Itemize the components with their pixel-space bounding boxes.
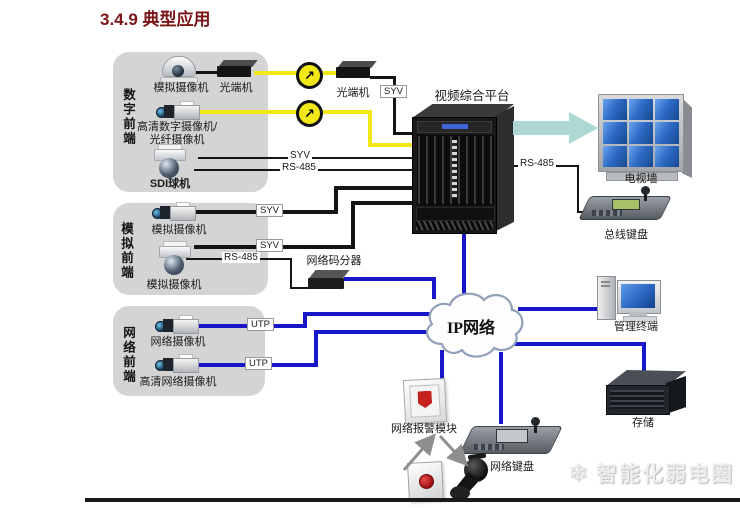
hd-digital-camera-label-1: 高清数字摄像机/ xyxy=(136,121,218,133)
cable-label-rs485-sdi: RS-485 xyxy=(280,162,318,173)
cable-analog-rs485-down xyxy=(290,258,292,288)
page-bottom-rule xyxy=(85,498,740,502)
watermark-text: 智能化弱电圈 xyxy=(596,463,735,486)
watermark: ❄ 智能化弱电圈 xyxy=(568,458,734,488)
sdi-dome-camera-label: SDI球机 xyxy=(149,178,191,190)
cable-fiber2-into-chassis xyxy=(368,143,415,147)
cable-label-rs485-bus: RS-485 xyxy=(518,158,556,169)
analog-camera-label-1: 模拟摄像机 xyxy=(153,82,209,94)
cable-cloud-terminal xyxy=(518,307,608,311)
sdi-dome-camera-icon xyxy=(150,144,188,180)
optical-transceiver-right-icon xyxy=(336,61,377,79)
tv-wall-label: 电视墙 xyxy=(624,173,658,185)
cable-label-syv-analog2: SYV xyxy=(256,239,284,252)
cable-splitter-cloud xyxy=(344,277,436,281)
network-alarm-module-label: 网络报警模块 xyxy=(391,423,457,435)
storage-icon xyxy=(606,370,686,416)
group-label-digital: 数字前端 xyxy=(121,88,135,146)
optical-transceiver-left-icon xyxy=(217,60,258,78)
analog-dome-camera-icon xyxy=(160,56,198,83)
tv-wall-icon xyxy=(598,94,694,182)
ip-network-cloud: IP网络 xyxy=(420,286,524,362)
storage-label: 存储 xyxy=(632,417,654,429)
network-keyboard-icon xyxy=(459,417,563,460)
cable-utp1-to-cloud xyxy=(303,312,431,316)
cable-label-syv-optical: SYV xyxy=(380,85,408,98)
management-terminal-icon xyxy=(597,274,675,322)
cable-label-utp2: UTP xyxy=(245,357,272,370)
cable-label-syv-analog1: SYV xyxy=(256,204,284,217)
cable-cloud-storage xyxy=(514,342,646,346)
fiber-connector-icon-2: ↗ xyxy=(296,100,323,127)
management-terminal-label: 管理终端 xyxy=(614,321,658,333)
hd-network-camera-icon xyxy=(155,354,199,373)
cable-label-syv-sdi: SYV xyxy=(288,150,313,161)
network-camera-label: 网络摄像机 xyxy=(150,336,206,348)
group-label-analog: 模拟前端 xyxy=(119,222,133,280)
cable-fiber2 xyxy=(198,110,372,114)
hd-digital-camera-label-2: 光纤摄像机 xyxy=(149,134,205,146)
optical-transceiver-left-label: 光端机 xyxy=(219,82,253,94)
alarm-flow-arrows xyxy=(402,433,469,471)
bus-keyboard-icon xyxy=(578,186,672,226)
cable-dome1-otx xyxy=(194,71,220,74)
hd-network-camera-label: 高清网络摄像机 xyxy=(139,376,217,388)
cable-utp1-up xyxy=(303,312,307,328)
cable-analog1-up xyxy=(334,186,338,214)
cable-utp2-up xyxy=(314,330,318,367)
cable-label-utp1: UTP xyxy=(247,318,274,331)
video-platform-label: 视频综合平台 xyxy=(434,89,510,103)
cable-otx2-into-chassis xyxy=(393,132,415,135)
network-keyboard-label: 网络键盘 xyxy=(490,461,534,473)
fiber-connector-icon-1: ↗ xyxy=(296,62,323,89)
cable-splitter-cloud-down xyxy=(432,277,436,299)
cable-otx2-down xyxy=(393,76,396,135)
cable-utp2-to-cloud xyxy=(314,330,431,334)
cable-cloud-netkeyboard xyxy=(499,352,503,424)
output-arrow-icon xyxy=(513,112,598,144)
cable-rs485-bus-down xyxy=(577,165,579,213)
section-title: 3.4.9 典型应用 xyxy=(100,10,211,29)
analog-box-camera-label: 模拟摄像机 xyxy=(151,224,207,236)
ip-network-label: IP网络 xyxy=(447,320,496,337)
network-code-splitter-icon xyxy=(308,270,350,292)
group-label-network: 网络前端 xyxy=(121,326,135,384)
cable-chassis-cloud xyxy=(462,234,466,296)
cable-cloud-alarm xyxy=(440,350,444,381)
cable-analog2-into-chassis xyxy=(351,201,415,205)
hd-digital-camera-icon xyxy=(156,101,200,120)
analog-box-camera-icon xyxy=(152,202,196,221)
cable-analog2-up xyxy=(351,201,355,249)
cable-analog1-into-chassis xyxy=(334,186,415,190)
optical-transceiver-right-label: 光端机 xyxy=(336,87,370,99)
network-code-splitter-label: 网络码分器 xyxy=(306,255,362,267)
bus-keyboard-label: 总线键盘 xyxy=(604,229,648,241)
network-alarm-module-icon xyxy=(402,377,448,425)
cable-analog-rs485-right xyxy=(290,287,314,289)
cable-cloud-storage-down xyxy=(642,342,646,372)
cable-fiber2-down xyxy=(368,110,372,146)
analog-dome-ptz-label: 模拟摄像机 xyxy=(146,279,202,291)
network-camera-icon xyxy=(155,315,199,334)
cable-otx2-right xyxy=(370,76,396,79)
cable-label-rs485-analog: RS-485 xyxy=(222,252,260,263)
analog-dome-ptz-icon xyxy=(155,241,193,277)
alarm-siren-icon xyxy=(448,452,500,504)
video-platform-chassis xyxy=(412,104,514,234)
watermark-logo-icon: ❄ xyxy=(568,459,591,487)
